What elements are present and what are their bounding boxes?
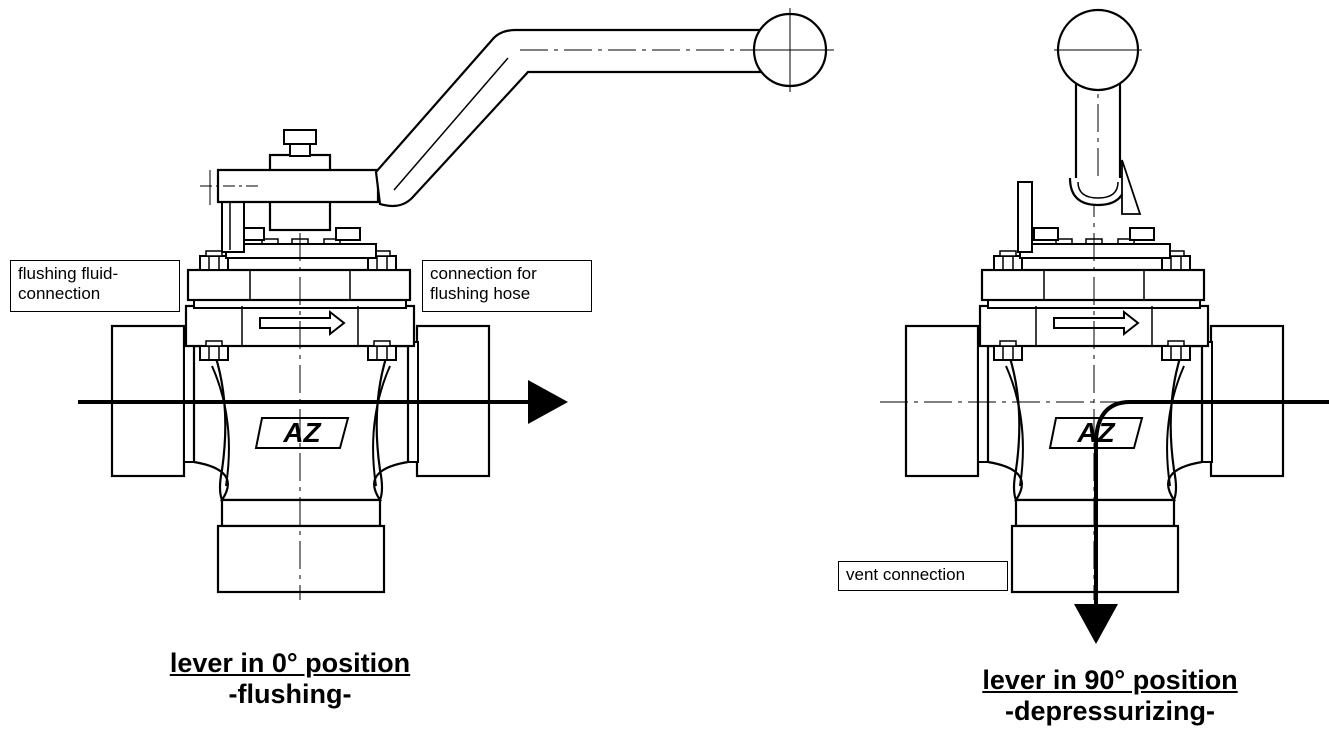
right-flow-arrowhead — [1074, 604, 1118, 644]
left-caption-title: lever in 0° position — [169, 648, 411, 678]
connection-for-flushing-hose-label: connection for flushing hose — [422, 260, 592, 312]
left-flow-arrowhead — [528, 380, 568, 424]
left-valve: AZ — [78, 8, 834, 600]
left-logo: AZ — [282, 417, 321, 448]
left-caption: lever in 0° position -flushing- — [120, 648, 460, 710]
left-caption-subtitle: -flushing- — [228, 679, 352, 709]
right-caption-subtitle: -depressurizing- — [1004, 696, 1216, 726]
left-lever — [374, 28, 762, 208]
flushing-fluid-connection-label: flushing fluid- connection — [10, 260, 180, 312]
right-caption-title: lever in 90° position — [982, 665, 1238, 695]
vent-connection-label: vent connection — [838, 561, 1008, 591]
right-valve: AZ — [880, 8, 1329, 644]
right-flow-line — [1094, 400, 1329, 610]
right-logo: AZ — [1076, 417, 1115, 448]
right-caption: lever in 90° position -depressurizing- — [920, 665, 1300, 727]
